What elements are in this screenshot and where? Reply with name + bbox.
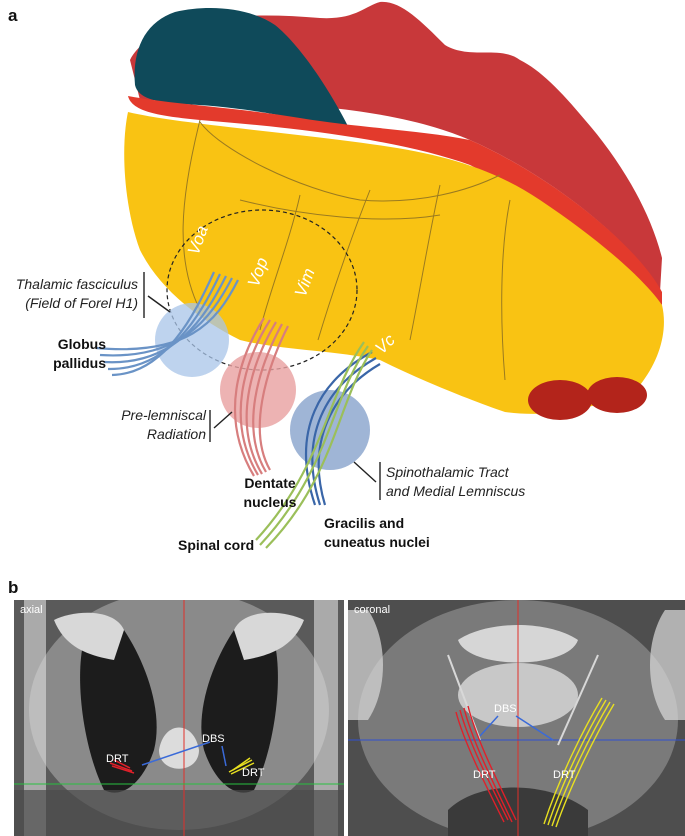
axial-mri-svg: DBS DRT DRT — [14, 600, 344, 836]
pre-lemniscal-label: Pre-lemniscal Radiation — [121, 407, 206, 442]
axial-dbs-arrows — [141, 741, 227, 767]
teal-region — [134, 8, 350, 131]
globus-pallidus-label: Globus pallidus — [53, 336, 106, 371]
axial-dbs-label: DBS — [202, 733, 225, 745]
target-dashed-circle — [166, 209, 358, 371]
panel-a-letter: a — [8, 6, 18, 25]
axial-drt-left-tract — [109, 759, 135, 774]
axial-view-label: axial — [20, 604, 43, 616]
lemniscal-fibers — [255, 341, 381, 549]
thalamic-fasciculus-fibers — [95, 271, 239, 377]
axial-drt-right-label: DRT — [242, 767, 265, 779]
coronal-mri-image: DBS DRT DRT coronal — [348, 600, 685, 836]
gracilis-label: Gracilis and cuneatus nuclei — [324, 515, 430, 550]
spinal-cord-label: Spinal cord — [178, 537, 255, 553]
nuclei-boundaries — [182, 119, 511, 381]
coronal-drt-right-label: DRT — [553, 769, 576, 781]
coronal-drt-right-tract — [543, 697, 615, 828]
coronal-mri-svg: DBS DRT DRT — [348, 600, 685, 836]
coronal-view-label: coronal — [354, 604, 391, 616]
globus-pallidus-sphere — [155, 303, 229, 377]
axial-drt-left-label: DRT — [106, 753, 129, 765]
dentate-sphere — [220, 352, 296, 428]
dark-red-node-left — [528, 380, 592, 420]
axial-drt-right-tract — [228, 757, 255, 775]
panel-b-letter: b — [8, 578, 19, 597]
coronal-drt-left-tract — [455, 705, 517, 823]
coronal-drt-left-label: DRT — [473, 769, 496, 781]
prelemniscal-fibers — [233, 317, 289, 477]
dentate-nucleus-label: Dentate nucleus — [243, 475, 297, 510]
coronal-dbs-label: DBS — [494, 703, 517, 715]
thalamus-diagram: Voa Vop Vim Vc — [95, 1, 664, 549]
label-brackets — [143, 272, 381, 500]
thalamic-fasciculus-label: Thalamic fasciculus (Field of Forel H1) — [15, 276, 138, 311]
coronal-dbs-arrows — [479, 715, 554, 741]
spinothalamic-label: Spinothalamic Tract and Medial Lemniscus — [386, 464, 526, 499]
red-band — [128, 96, 662, 305]
dark-red-node-right — [587, 377, 647, 413]
axial-mri-image: DBS DRT DRT axial — [14, 600, 344, 836]
